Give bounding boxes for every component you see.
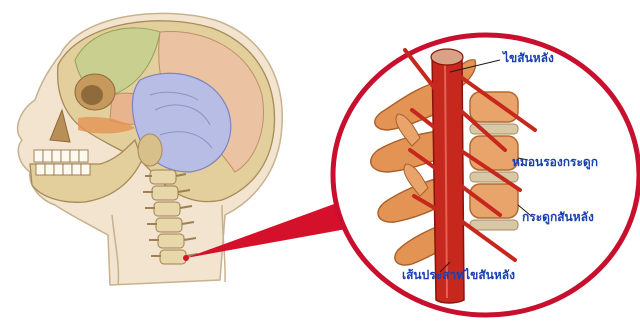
- ear-region: [138, 134, 162, 166]
- label-vertebra: กระดูกสันหลัง: [522, 210, 594, 224]
- upper-teeth: [34, 150, 88, 162]
- eye-socket-inner: [81, 85, 103, 105]
- label-intervertebral-disc: หมอนรองกระดูก: [512, 155, 598, 169]
- label-spinal-nerve: เส้นประสาทไขสันหลัง: [402, 268, 515, 282]
- lower-teeth: [36, 164, 90, 175]
- label-spinal-cord: ไขสันหลัง: [503, 51, 554, 65]
